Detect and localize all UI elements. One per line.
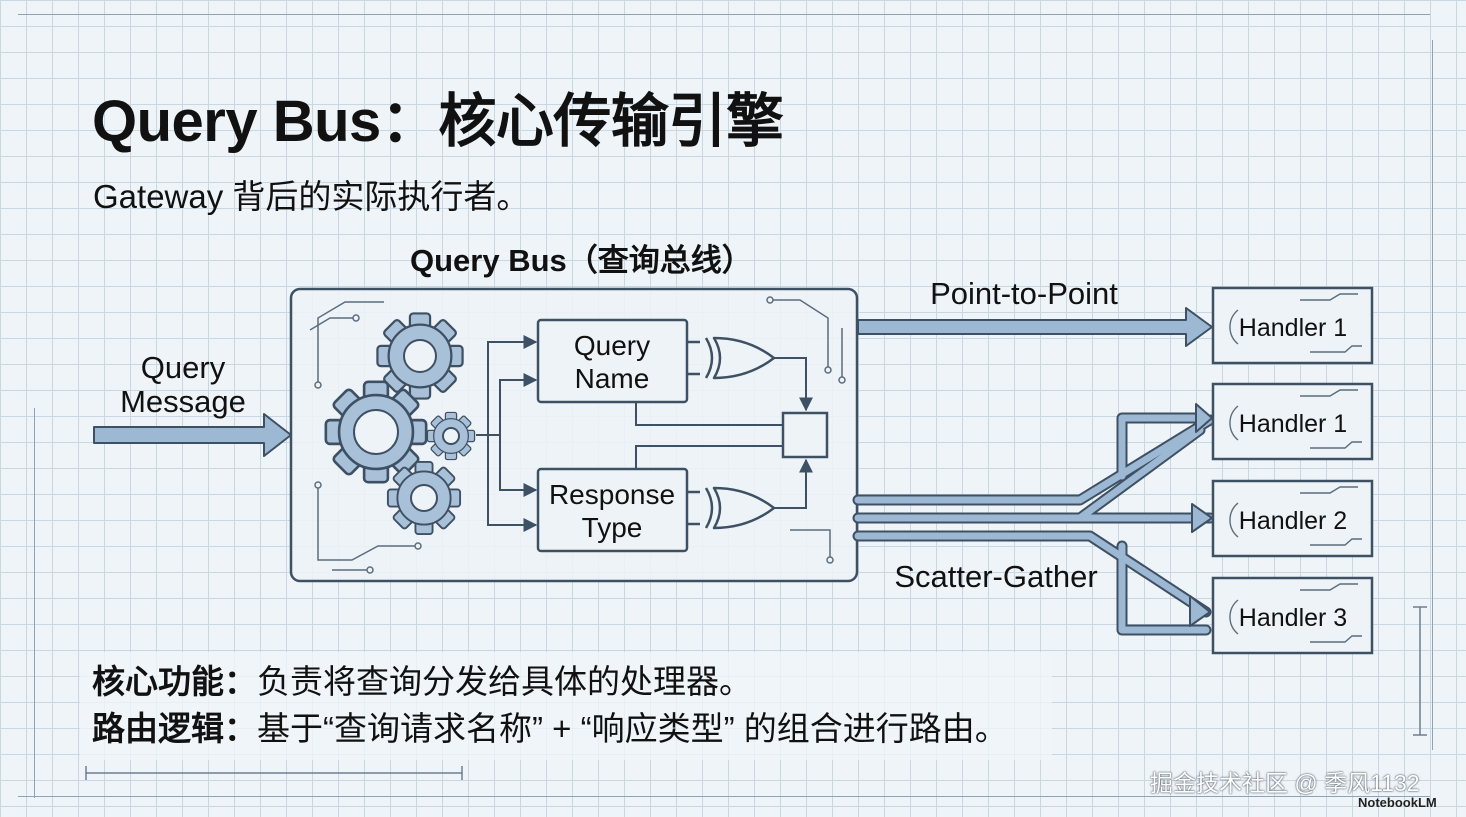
scatter-gather-arrows [852,412,1216,636]
bullet-label: 路由逻辑： [92,710,257,747]
bullet-list: 核心功能：负责将查询分发给具体的处理器。 路由逻辑：基于“查询请求名称” + “… [80,652,1052,760]
routing-lines [476,335,813,532]
logic-gate-icon [687,486,776,530]
handler-box: Handler 1 [1211,382,1374,461]
page-title: Query Bus：核心传输引擎 [92,89,784,154]
handler-box: Handler 1 [1211,286,1374,365]
point-to-point-label: Point-to-Point [930,276,1118,311]
point-to-point-arrow [857,307,1213,347]
bullet-text: 基于“查询请求名称” + “响应类型” 的组合进行路由。 [257,710,1008,747]
frame-line-left [34,408,35,798]
scatter-arrowheads [1189,403,1213,627]
handler-label: Handler 2 [1239,507,1347,535]
bus-title: Query Bus（查询总线） [410,243,753,278]
circuit-nodes [314,296,846,574]
handler-box: Handler 2 [1211,479,1374,558]
response-type-label-line1: Response [549,479,675,510]
scatter-gather-label: Scatter-Gather [894,559,1097,594]
watermark: 掘金技术社区 @ 季风1132 [1150,770,1420,796]
bullet-item: 路由逻辑：基于“查询请求名称” + “响应类型” 的组合进行路由。 [92,705,1040,752]
logic-gate-icon [687,336,776,380]
circuit-decoration [309,299,843,571]
frame-line-right [1432,40,1433,750]
handler-label: Handler 1 [1239,314,1347,342]
dimension-marks [85,606,1427,780]
query-name-label-line1: Query [574,330,650,361]
handler-box: Handler 3 [1211,576,1374,655]
query-name-label-line2: Name [575,363,650,394]
input-label-line2: Message [120,384,246,419]
handler-label: Handler 1 [1239,410,1347,438]
response-type-label-line2: Type [582,512,643,543]
bullet-item: 核心功能：负责将查询分发给具体的处理器。 [92,658,1040,705]
combiner-node [781,411,829,459]
input-label-line1: Query [141,350,226,385]
bullet-label: 核心功能： [92,663,257,700]
query-name-box [536,318,689,404]
input-arrow [93,413,292,457]
frame-line-bottom [18,796,1430,797]
brand-label: NotebookLM [1358,795,1437,810]
frame-line-top [18,14,1430,15]
response-type-box [536,467,689,553]
page-subtitle: Gateway 背后的实际执行者。 [93,178,530,215]
handler-label: Handler 3 [1239,604,1347,632]
bullet-text: 负责将查询分发给具体的处理器。 [257,663,752,700]
